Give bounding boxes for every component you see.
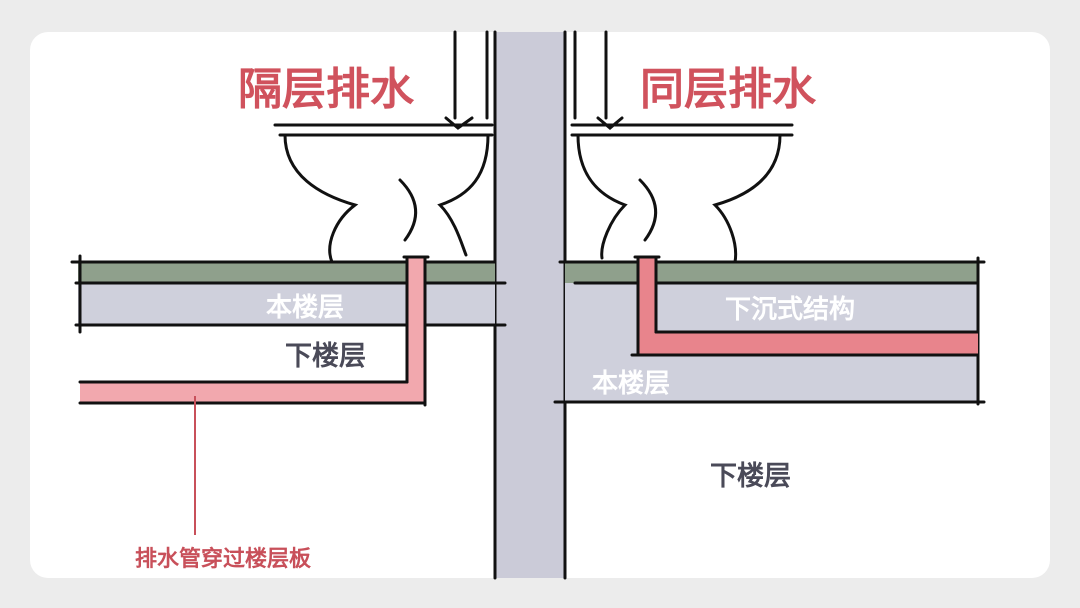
right-title: 同层排水 bbox=[640, 64, 817, 115]
left-lower-floor-label: 下楼层 bbox=[285, 341, 366, 372]
left-drain-pipe bbox=[78, 255, 430, 407]
right-lower-floor-label: 下楼层 bbox=[710, 461, 791, 492]
central-wall-column bbox=[495, 32, 565, 578]
right-drain-pipe bbox=[630, 255, 980, 357]
sunken-structure-label: 下沉式结构 bbox=[725, 295, 855, 325]
left-title: 隔层排水 bbox=[238, 64, 415, 115]
left-toilet bbox=[273, 30, 494, 264]
right-toilet bbox=[570, 30, 794, 264]
left-floor-slab bbox=[70, 254, 507, 334]
right-current-floor-label: 本楼层 bbox=[592, 369, 670, 399]
pipe-through-slab-callout: 排水管穿过楼层板 bbox=[135, 546, 312, 572]
left-current-floor-label: 本楼层 bbox=[266, 293, 344, 323]
